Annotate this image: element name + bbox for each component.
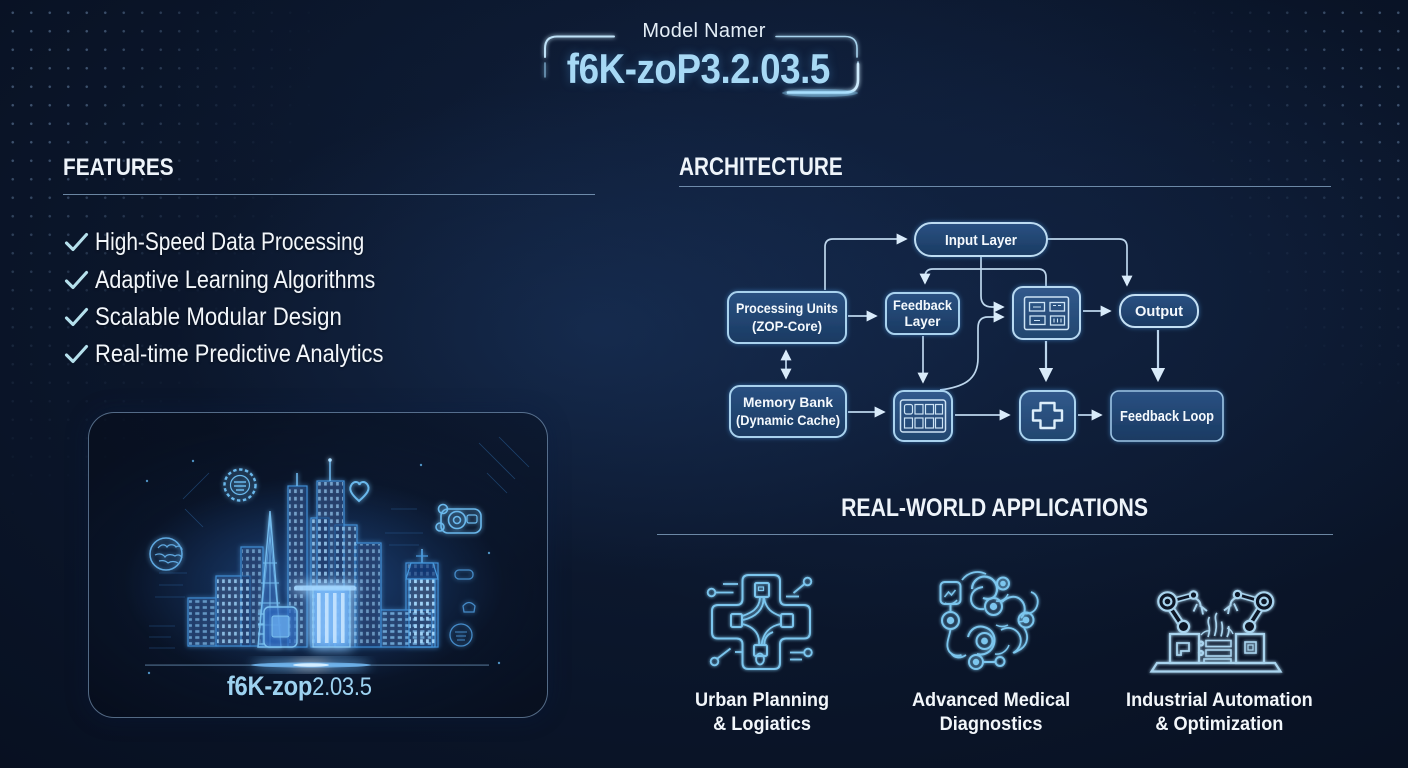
svg-text:Processing Units: Processing Units — [736, 300, 838, 316]
svg-text:Feedback: Feedback — [893, 298, 952, 313]
svg-text:Memory Bank: Memory Bank — [743, 394, 833, 410]
svg-text:(ZOP-Core): (ZOP-Core) — [752, 318, 822, 334]
svg-text:Layer: Layer — [905, 314, 942, 329]
svg-text:Input Layer: Input Layer — [945, 233, 1017, 249]
svg-text:Feedback Loop: Feedback Loop — [1120, 408, 1214, 425]
svg-text:Output: Output — [1135, 304, 1183, 320]
svg-text:(Dynamic Cache): (Dynamic Cache) — [736, 412, 840, 428]
